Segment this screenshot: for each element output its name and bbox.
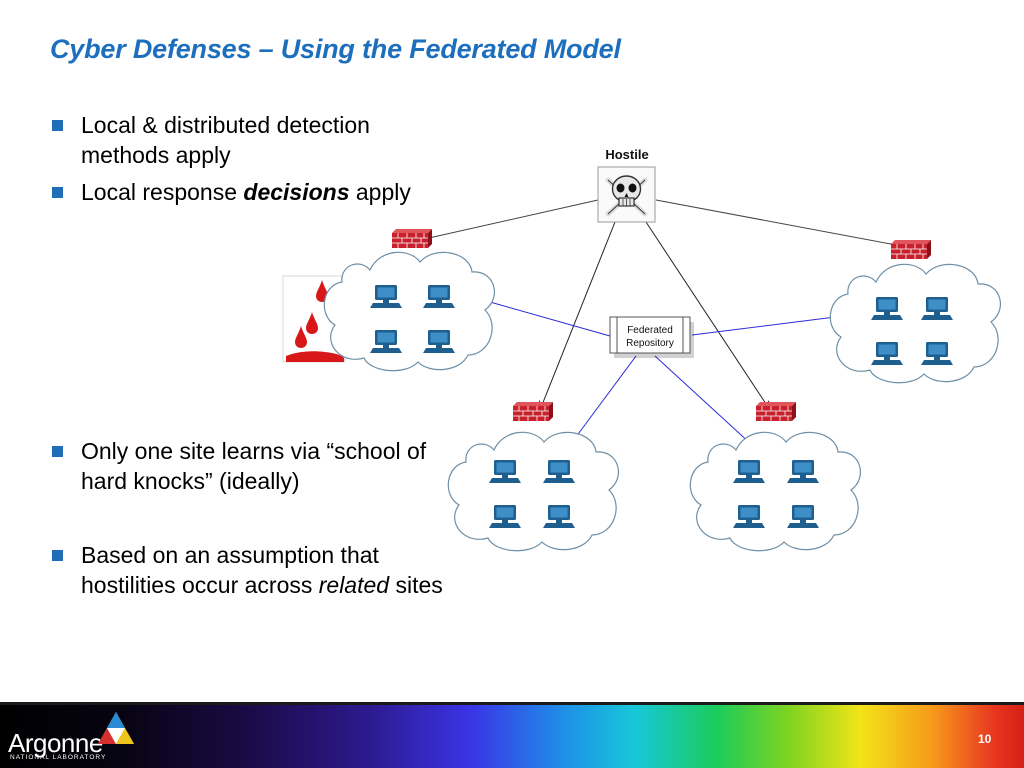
- bullet-text-prefix: Local response: [81, 179, 244, 205]
- repository-label-line1: Federated: [627, 325, 673, 336]
- attack-line-bottom-right: [645, 221, 770, 410]
- firewall-icon: [512, 401, 554, 422]
- site-bottom-left: [447, 431, 620, 552]
- bullet-text-suffix: sites: [389, 572, 443, 598]
- bullet-square-icon: [52, 446, 63, 457]
- firewall-icon: [391, 228, 433, 249]
- bullet-text: Local & distributed detection methods ap…: [81, 112, 370, 168]
- site-top-left: [323, 251, 496, 372]
- federated-model-diagram: Hostile Federated Repository: [282, 147, 1002, 552]
- repository-label-line2: Repository: [626, 338, 674, 349]
- attack-line-right: [655, 199, 912, 248]
- federated-repository: Federated Repository: [609, 316, 694, 358]
- bullet-text-prefix: Based on an assumption that hostilities …: [81, 542, 379, 598]
- skull-crossbones-icon: [597, 166, 656, 223]
- site-top-right: [829, 263, 1002, 384]
- argonne-triangle-logo-icon: [98, 712, 134, 744]
- network-cloud: [323, 251, 496, 372]
- hostile-node: Hostile: [597, 147, 656, 223]
- hostile-label: Hostile: [605, 147, 648, 162]
- federation-line-bottom-right: [654, 355, 752, 445]
- federation-line-bottom-left: [570, 355, 637, 445]
- bullet-text: Local response decisions apply: [81, 177, 461, 207]
- firewall-icon: [890, 239, 932, 260]
- bullet-text-suffix: apply: [349, 179, 411, 205]
- bullet-text: Based on an assumption that hostilities …: [81, 540, 461, 600]
- network-cloud: [689, 431, 862, 552]
- attack-line-left: [420, 199, 599, 240]
- page-number: 10: [978, 732, 992, 746]
- slide-title: Cyber Defenses – Using the Federated Mod…: [50, 34, 621, 64]
- footer-banner: Argonne NATIONAL LABORATORY 10: [0, 702, 1024, 768]
- bullet-square-icon: [52, 120, 63, 131]
- bullet-emphasis: decisions: [243, 179, 350, 205]
- bullet-square-icon: [52, 187, 63, 198]
- attack-line-bottom-left: [540, 221, 616, 410]
- footer-divider: [0, 702, 1024, 705]
- network-cloud: [829, 263, 1002, 384]
- bullet-text: Only one site learns via “school of hard…: [81, 438, 427, 494]
- network-cloud: [447, 431, 620, 552]
- site-bottom-right: [689, 431, 862, 552]
- logo-name: Argonne: [8, 728, 103, 758]
- firewall-icon: [755, 401, 797, 422]
- federation-line-top-left: [489, 301, 611, 337]
- bullet-emphasis: related: [318, 572, 390, 598]
- logo-subtitle: NATIONAL LABORATORY: [10, 754, 107, 761]
- bullet-square-icon: [52, 550, 63, 561]
